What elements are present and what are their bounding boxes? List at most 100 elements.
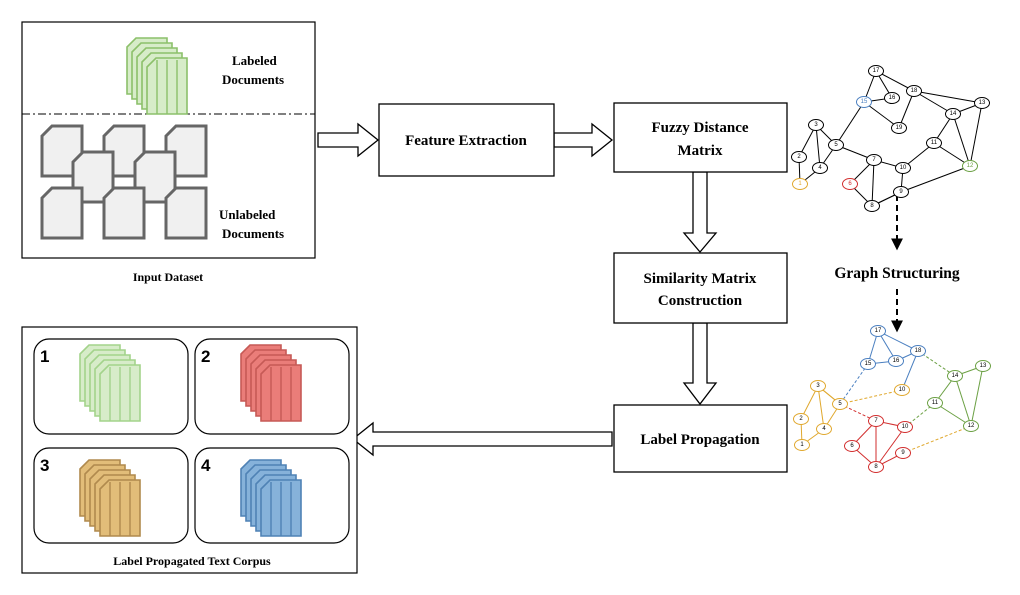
graph-node-label: 8	[874, 464, 878, 470]
graph-node-label: 3	[816, 383, 820, 389]
graph-node-label: 11	[931, 140, 938, 146]
similarity-matrix-box: Similarity Matrix Construction	[613, 252, 788, 324]
graph-node-17	[868, 65, 884, 77]
graph-edge	[875, 426, 906, 468]
graph-node-3	[808, 119, 824, 131]
graph-edge	[815, 124, 821, 169]
arrow-propagation-to-output	[351, 421, 613, 457]
graph-node-6	[842, 178, 858, 190]
graph-node-10	[894, 384, 910, 396]
graph-node-15	[860, 358, 876, 370]
graph-node-18	[906, 85, 922, 97]
graph-node-label: 13	[979, 100, 986, 106]
graph-node-label: 10	[900, 165, 907, 171]
graph-node-label: 14	[950, 111, 957, 117]
graph-edge	[835, 101, 865, 146]
graph-node-16	[884, 92, 900, 104]
labeled-documents-label-line1: Labeled	[232, 53, 278, 68]
fuzzy-distance-label-line2: Matrix	[678, 143, 723, 159]
fuzzy-distance-label-line1: Fuzzy Distance	[651, 120, 748, 136]
graph-node-label: 6	[850, 443, 854, 449]
arrow-input-to-feature	[317, 122, 380, 158]
unlabeled-documents-icon	[40, 124, 208, 240]
graph-node-12	[963, 420, 979, 432]
graph-node-label: 18	[911, 88, 918, 94]
arrow-similarity-to-propagation	[682, 322, 718, 406]
graph-node-label: 15	[861, 99, 868, 105]
labeled-documents-label-line2: Documents	[222, 72, 284, 87]
graph-node-label: 16	[889, 95, 896, 101]
graph-edge	[839, 363, 869, 405]
similarity-matrix-label-line2: Construction	[658, 293, 743, 309]
graph-node-label: 9	[899, 189, 903, 195]
graph-node-7	[866, 154, 882, 166]
graph-node-15	[856, 96, 872, 108]
graph-edge	[952, 113, 971, 167]
graph-node-17	[870, 325, 886, 337]
graph-node-13	[974, 97, 990, 109]
graph-node-label: 17	[875, 328, 882, 334]
graph-node-label: 2	[797, 154, 801, 160]
graph-structuring-label: Graph Structuring	[834, 265, 960, 282]
graph-node-8	[868, 461, 884, 473]
graph-node-4	[816, 423, 832, 435]
graph-node-label: 5	[834, 142, 838, 148]
graph-node-label: 7	[872, 157, 876, 163]
graph-node-label: 11	[932, 400, 939, 406]
graph-edge	[839, 389, 903, 405]
graph-node-2	[791, 151, 807, 163]
graph-node-14	[945, 108, 961, 120]
arrow-feature-to-fuzzy	[553, 122, 614, 158]
graph-node-label: 12	[967, 163, 974, 169]
labeled-doc-stack	[126, 37, 188, 115]
graph-node-10	[895, 162, 911, 174]
graph-edge	[913, 90, 983, 104]
graph-node-label: 12	[968, 423, 975, 429]
graph-node-label: 14	[952, 373, 959, 379]
graph-node-13	[975, 360, 991, 372]
similarity-matrix-label-line1: Similarity Matrix	[644, 271, 757, 287]
graph-node-label: 15	[865, 361, 872, 367]
graph-node-2	[793, 413, 809, 425]
graph-edge	[954, 375, 972, 427]
class-number-3: 3	[40, 456, 49, 475]
graph-node-10	[897, 421, 913, 433]
hollow-arrows	[317, 122, 718, 457]
graph-node-label: 1	[798, 181, 802, 187]
graph-edge	[913, 90, 954, 115]
graph-node-label: 16	[893, 358, 900, 364]
graph-node-9	[895, 447, 911, 459]
graph-node-label: 6	[848, 181, 852, 187]
graph-node-label: 4	[822, 426, 826, 432]
class-number-4: 4	[201, 456, 211, 475]
graph-node-1	[794, 439, 810, 451]
graph-node-label: 9	[901, 450, 905, 456]
graph-edge	[863, 101, 900, 129]
class-3-doc-stack-icon	[79, 459, 141, 537]
unlabeled-documents-label-line1: Unlabeled	[219, 207, 276, 222]
graph-node-6	[844, 440, 860, 452]
graph-node-3	[810, 380, 826, 392]
label-propagation-box: Label Propagation	[613, 404, 788, 473]
graph-edge	[969, 102, 983, 167]
graph-node-label: 19	[896, 125, 903, 131]
graph-node-4	[812, 162, 828, 174]
unlabeled-doc	[40, 186, 84, 240]
class-4-doc-stack-icon	[240, 459, 302, 537]
graph-node-label: 17	[873, 68, 880, 74]
graph-node-label: 10	[902, 424, 909, 430]
graph-node-5	[828, 139, 844, 151]
output-corpus-caption: Label Propagated Text Corpus	[113, 554, 271, 568]
graph-node-5	[832, 398, 848, 410]
graph-node-label: 5	[838, 401, 842, 407]
graph-node-label: 13	[980, 363, 987, 369]
graph-node-11	[926, 137, 942, 149]
graph-edge	[817, 385, 825, 430]
graph-node-label: 1	[800, 442, 804, 448]
graph-edge	[970, 365, 984, 427]
arrow-fuzzy-to-similarity	[682, 171, 718, 254]
graph-node-label: 8	[870, 203, 874, 209]
